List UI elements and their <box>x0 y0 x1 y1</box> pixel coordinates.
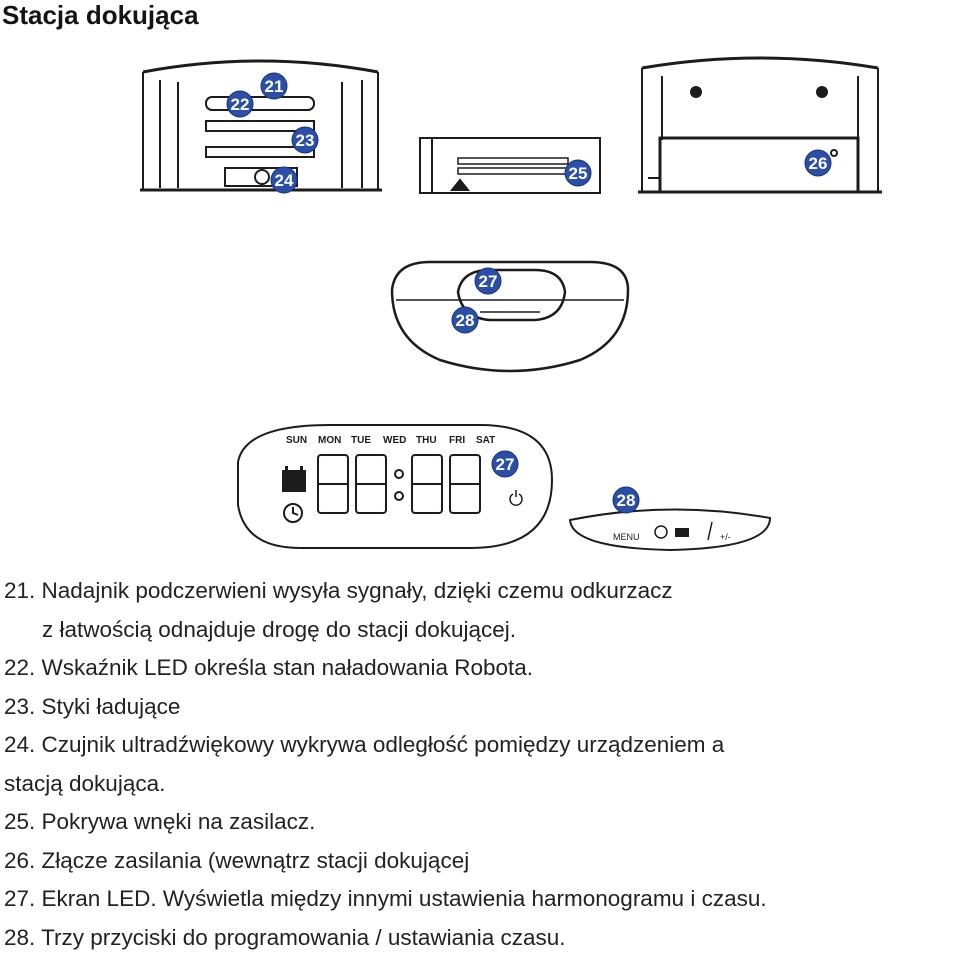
figure-rear-view <box>638 58 882 192</box>
day-sat: SAT <box>476 435 495 446</box>
svg-text:23: 23 <box>296 131 315 150</box>
day-thu: THU <box>416 435 437 446</box>
svg-text:24: 24 <box>275 171 294 190</box>
legend-item-24: 24. Czujnik ultradźwiękowy wykrywa odleg… <box>4 726 959 765</box>
figure-top-view <box>392 262 628 371</box>
callout-28-top: 28 <box>452 307 478 333</box>
svg-text:26: 26 <box>809 154 828 173</box>
legend-item-22: 22. Wskaźnik LED określa stan naładowani… <box>4 649 959 688</box>
svg-text:21: 21 <box>265 77 284 96</box>
plus-minus-label: +/- <box>720 532 731 542</box>
legend-item-26: 26. Złącze zasilania (wewnątrz stacji do… <box>4 842 959 881</box>
callout-22: 22 <box>227 91 253 117</box>
led-panel: SUN MON TUE WED THU FRI SAT <box>238 425 552 548</box>
day-sun: SUN <box>286 435 307 446</box>
figure-buttons-detail: MENU +/- <box>570 509 770 550</box>
legend-item-27: 27. Ekran LED. Wyświetla między innymi u… <box>4 880 959 919</box>
legend-item-28: 28. Trzy przyciski do programowania / us… <box>4 919 959 957</box>
legend-item-21: 21. Nadajnik podczerwieni wysyła sygnały… <box>4 572 959 611</box>
svg-text:28: 28 <box>617 491 636 510</box>
legend-item-23: 23. Styki ładujące <box>4 688 959 727</box>
callout-27-top: 27 <box>475 268 501 294</box>
svg-text:28: 28 <box>456 311 475 330</box>
svg-text:27: 27 <box>496 455 515 474</box>
legend-item-25: 25. Pokrywa wnęki na zasilacz. <box>4 803 959 842</box>
svg-text:25: 25 <box>569 164 588 183</box>
callout-26: 26 <box>805 150 831 176</box>
callout-28-panel: 28 <box>613 487 639 513</box>
menu-label: MENU <box>613 532 640 542</box>
day-tue: TUE <box>351 435 371 446</box>
callout-25: 25 <box>565 160 591 186</box>
day-fri: FRI <box>449 435 465 446</box>
legend-list: 21. Nadajnik podczerwieni wysyła sygnały… <box>4 572 959 957</box>
docking-station-figures: 21 22 23 24 25 26 27 28 <box>0 0 960 570</box>
legend-item-24-cont: stacją dokująca. <box>4 765 959 804</box>
callout-23: 23 <box>292 127 318 153</box>
callout-27-panel: 27 <box>492 451 518 477</box>
day-wed: WED <box>383 435 406 446</box>
figure-front-view <box>140 61 382 190</box>
day-mon: MON <box>318 435 341 446</box>
legend-item-21-cont: z łatwością odnajduje drogę do stacji do… <box>4 611 959 650</box>
svg-text:27: 27 <box>479 272 498 291</box>
svg-text:22: 22 <box>231 95 250 114</box>
callout-24: 24 <box>271 167 297 193</box>
callout-21: 21 <box>261 73 287 99</box>
calendar-icon <box>282 466 306 492</box>
